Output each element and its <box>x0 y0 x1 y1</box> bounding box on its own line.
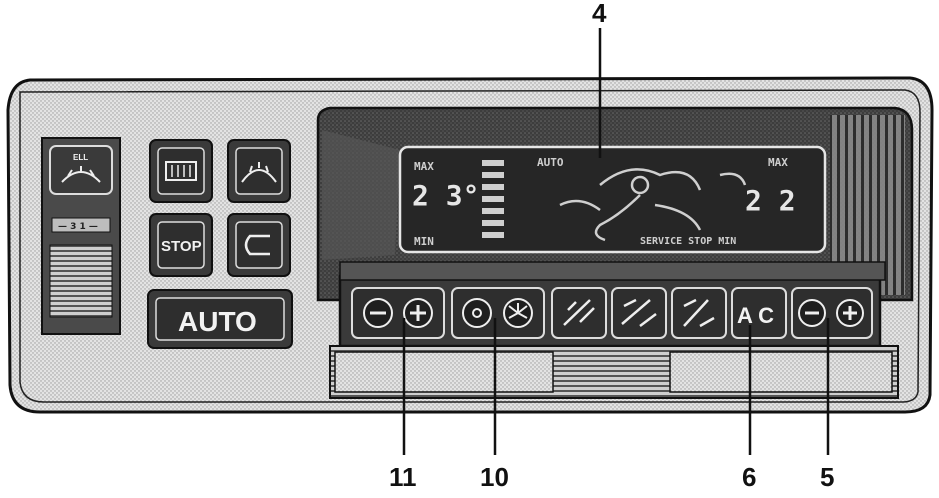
lcd-display <box>398 145 827 254</box>
callout-5: 5 <box>820 462 834 492</box>
callout-leaders <box>402 28 830 455</box>
windshield-defrost-button[interactable] <box>227 139 291 203</box>
fan-speed-bars <box>482 160 504 238</box>
airflow-face-feet-icon <box>621 298 657 327</box>
stop-label: STOP <box>161 238 202 255</box>
display-min-left: MIN <box>414 235 434 248</box>
ac-button[interactable]: A C <box>731 287 787 339</box>
display-service-text: SERVICE STOP MIN <box>640 236 736 247</box>
airflow-face-icon <box>563 299 595 326</box>
stop-button[interactable]: STOP <box>149 213 213 277</box>
airflow-feet-button[interactable] <box>671 287 727 339</box>
rear-defrost-label: ELL <box>73 153 88 162</box>
display-auto-indicator: AUTO <box>537 156 564 169</box>
right-temperature-buttons <box>791 287 873 339</box>
callout-4: 4 <box>592 0 607 28</box>
auto-label: AUTO <box>178 306 257 337</box>
airflow-face-button[interactable] <box>551 287 607 339</box>
airflow-figure-icon <box>559 168 747 242</box>
callout-6: 6 <box>742 462 756 492</box>
callout-11: 11 <box>389 462 417 492</box>
display-temp-right: 2 2 <box>745 184 796 217</box>
display-max-right: MAX <box>768 156 788 169</box>
fan-low-button[interactable] <box>462 298 492 328</box>
rear-defrost-sublabel: — 3 1 — <box>58 222 98 232</box>
rear-window-icon <box>165 161 197 181</box>
airflow-face-feet-button[interactable] <box>611 287 667 339</box>
fan-slider[interactable] <box>49 244 113 318</box>
fan-high-icon <box>508 303 528 319</box>
recirculation-icon <box>244 234 270 256</box>
windshield-defrost-icon <box>241 162 277 183</box>
airflow-feet-icon <box>683 298 715 328</box>
plus-icon <box>843 306 857 320</box>
display-max-left: MAX <box>414 160 434 173</box>
callout-10: 10 <box>480 462 509 492</box>
ac-label: A C <box>737 303 774 328</box>
left-temperature-buttons <box>351 287 445 339</box>
rear-defrost-icon <box>61 166 101 183</box>
plus-icon <box>410 305 426 321</box>
auto-button[interactable]: AUTO <box>147 289 293 349</box>
fan-speed-buttons <box>451 287 545 339</box>
fan-low-icon <box>472 308 482 318</box>
heated-rear-window-button[interactable] <box>149 139 213 203</box>
recirculation-button[interactable] <box>227 213 291 277</box>
display-temp-left: 2 3° <box>412 179 479 212</box>
